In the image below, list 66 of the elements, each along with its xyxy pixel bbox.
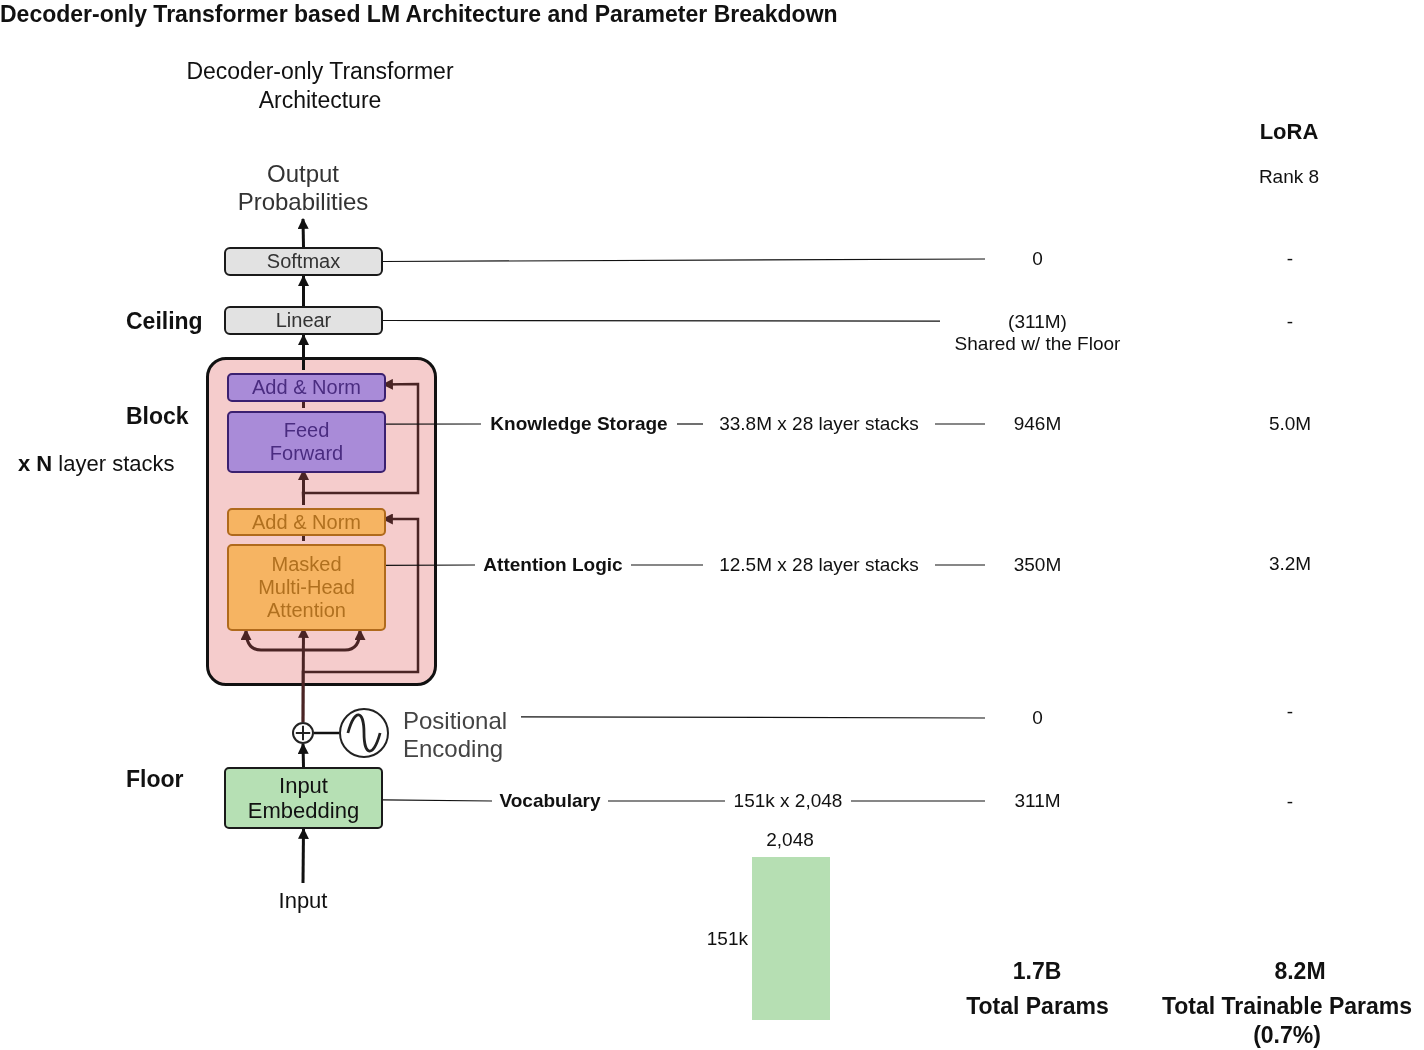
param-value: - [1285, 310, 1295, 334]
leader-line [382, 319, 941, 322]
arrow [298, 274, 309, 306]
dimension-label: 151k [705, 927, 748, 951]
process-box: Softmax [224, 247, 383, 276]
param-value: - [1285, 790, 1295, 814]
leader-line [382, 258, 986, 263]
process-box: Input Embedding [224, 767, 383, 829]
layer-block [206, 357, 437, 686]
sine-wave-circle [339, 708, 389, 758]
arrow [297, 217, 309, 248]
leader-line [934, 564, 986, 566]
param-value: - [1285, 700, 1295, 724]
arrow [297, 827, 309, 883]
param-value: 0 [985, 245, 1090, 273]
param-value: - [1285, 247, 1295, 271]
total-label: Total Trainable Params (0.7%) [1160, 992, 1414, 1050]
arrow [297, 742, 309, 768]
column-subheader: Rank 8 [1257, 165, 1321, 189]
component-label: Attention Logic [475, 551, 631, 579]
process-box: Add & Norm [227, 373, 386, 402]
leader-line [382, 799, 493, 802]
input-label: Input [263, 883, 343, 919]
column-header: LoRA [1258, 118, 1320, 146]
leader-line [630, 564, 704, 566]
connector-line [302, 399, 305, 408]
arrow [301, 378, 420, 506]
connector-line [314, 731, 339, 735]
leader-line [934, 423, 986, 425]
component-label: Knowledge Storage [481, 410, 677, 438]
process-box: Feed Forward [227, 411, 386, 473]
total-value: 1.7B [1011, 957, 1063, 986]
total-label: Total Params [965, 992, 1110, 1021]
stack-note: x N layer stacks [18, 450, 176, 478]
title: Decoder-only Transformer based LM Architecture and Parameter Breakdown [0, 0, 838, 29]
connector-line [302, 533, 305, 541]
section-label: Block [126, 402, 190, 431]
section-label: Ceiling [126, 307, 204, 336]
arrow [301, 513, 420, 722]
total-value: 8.2M [1273, 957, 1327, 986]
param-value: (311M) Shared w/ the Floor [940, 307, 1135, 359]
process-box: Linear [224, 306, 383, 335]
dimension-label: 2,048 [765, 828, 815, 852]
param-value: 0 [985, 704, 1090, 732]
param-value: 5.0M [1267, 412, 1313, 436]
encoding-label: Positional Encoding [403, 700, 521, 770]
param-value: 350M [985, 551, 1090, 579]
adder-circle [292, 722, 314, 744]
leader-line [676, 423, 704, 425]
param-value: 33.8M x 28 layer stacks [703, 410, 935, 438]
leader-line [520, 716, 986, 719]
matrix-bar [752, 857, 830, 1020]
leader-line [607, 800, 726, 802]
param-value: 151k x 2,048 [725, 787, 851, 815]
component-label: Vocabulary [492, 787, 608, 815]
param-value: 311M [985, 787, 1090, 815]
arrow [298, 333, 309, 370]
param-value: 3.2M [1267, 552, 1313, 576]
param-value: 946M [985, 410, 1090, 438]
process-box: Add & Norm [227, 508, 386, 536]
process-box: Masked Multi-Head Attention [227, 544, 386, 631]
leader-line [850, 800, 986, 802]
output-label: Output Probabilities [223, 157, 383, 219]
subtitle: Decoder-only Transformer Architecture [185, 57, 455, 115]
param-value: 12.5M x 28 layer stacks [703, 551, 935, 579]
section-label: Floor [126, 765, 185, 794]
